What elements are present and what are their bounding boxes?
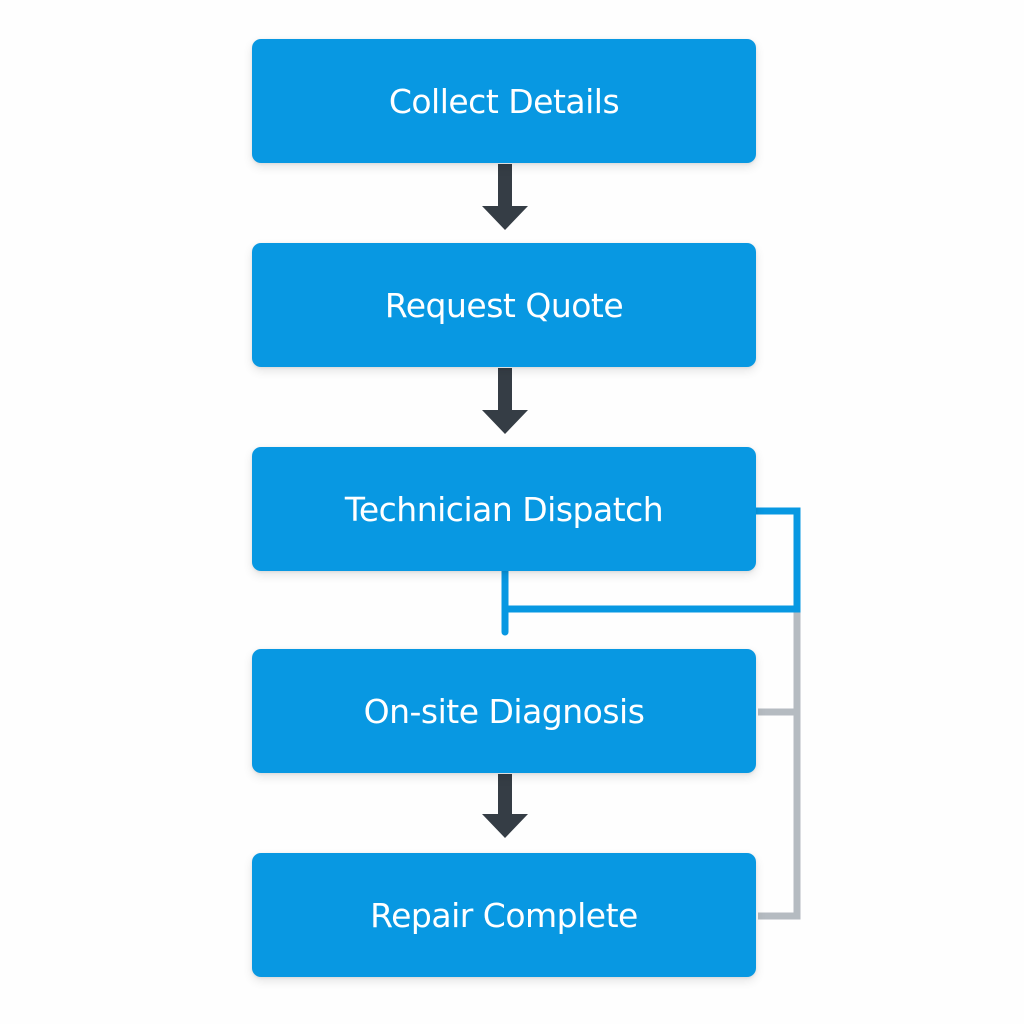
step-on-site-diagnosis[interactable]: On-site Diagnosis: [252, 649, 756, 773]
step-technician-dispatch[interactable]: Technician Dispatch: [252, 447, 756, 571]
flow-arrow-1: [482, 164, 528, 230]
step-request-quote[interactable]: Request Quote: [252, 243, 756, 367]
step-label: Technician Dispatch: [344, 489, 664, 529]
step-repair-complete[interactable]: Repair Complete: [252, 853, 756, 977]
step-label: Collect Details: [388, 81, 620, 121]
step-label: Request Quote: [384, 285, 624, 325]
step-collect-details[interactable]: Collect Details: [252, 39, 756, 163]
flow-arrow-3: [482, 774, 528, 838]
step-label: On-site Diagnosis: [363, 691, 645, 731]
flow-arrow-2: [482, 368, 528, 434]
step-label: Repair Complete: [370, 895, 638, 935]
return-connector-line: [758, 612, 801, 920]
